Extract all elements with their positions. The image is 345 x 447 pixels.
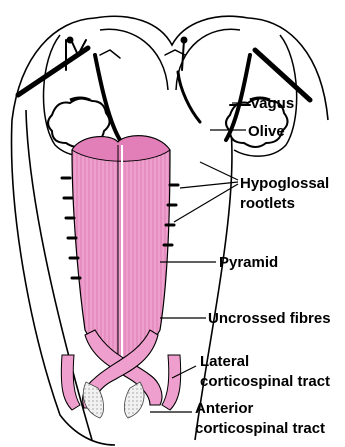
label-lateral-line1: Lateral [200,353,249,370]
label-lateral-line2: corticospinal tract [200,373,330,390]
label-pyramid: Pyramid [219,254,278,271]
label-uncrossed-fibres: Uncrossed fibres [208,310,331,327]
hypoglossal-leader-2 [180,182,238,188]
pyramid [61,136,180,410]
label-anterior-line2: corticospinal tract [195,420,325,437]
label-hypoglossal-line1: Hypoglossal [240,175,329,192]
anterior-horns [83,382,144,418]
label-olive: Olive [248,123,285,140]
label-anterior-line1: Anterior [195,400,254,417]
label-hypoglossal-line2: rootlets [240,195,295,212]
label-vagus: Vagus [250,95,294,112]
